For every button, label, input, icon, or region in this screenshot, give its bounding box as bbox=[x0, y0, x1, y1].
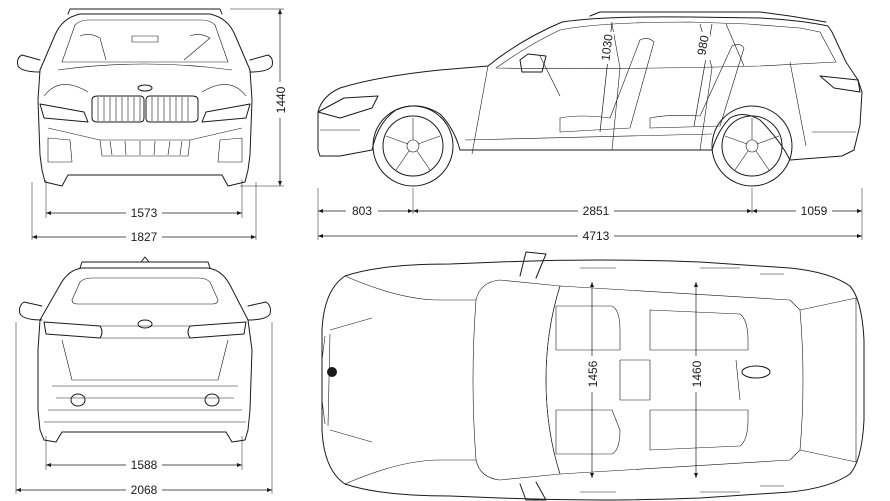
wheelbase-label: 2851 bbox=[583, 204, 610, 218]
front-view bbox=[17, 8, 273, 187]
front-overhang-label: 803 bbox=[352, 204, 372, 218]
front-seat bbox=[559, 38, 655, 133]
side-taillight bbox=[819, 75, 861, 93]
top-roof bbox=[545, 285, 804, 475]
rear-window bbox=[71, 277, 219, 305]
width-with-mirrors-label: 2068 bbox=[131, 483, 158, 497]
rear-overhang-label: 1059 bbox=[801, 204, 828, 218]
side-window-line bbox=[495, 21, 837, 69]
top-windshield bbox=[472, 279, 561, 481]
rear-right-taillight bbox=[187, 321, 247, 339]
front-left-headlight bbox=[39, 103, 89, 123]
left-exhaust bbox=[70, 393, 86, 407]
front-badge bbox=[137, 84, 153, 92]
front-body-outline bbox=[37, 13, 253, 187]
front-right-headlight bbox=[201, 103, 251, 123]
dimension-terminators bbox=[16, 9, 862, 492]
left-mirror bbox=[17, 54, 41, 73]
top-fuel-cap bbox=[741, 365, 771, 379]
rear-right-mirror bbox=[247, 301, 271, 321]
side-rear-wheel bbox=[711, 105, 793, 187]
side-mirror bbox=[519, 53, 547, 73]
right-mirror bbox=[249, 54, 273, 73]
side-roof-rail bbox=[589, 11, 827, 23]
top-badge bbox=[327, 367, 337, 377]
front-track-label: 1573 bbox=[131, 206, 158, 220]
rear-view bbox=[19, 256, 271, 443]
rear-left-taillight bbox=[43, 321, 103, 339]
rear-track-label: 1588 bbox=[131, 458, 158, 472]
rear-left-mirror bbox=[19, 301, 43, 321]
top-rear-seats bbox=[649, 309, 749, 451]
side-body-outline bbox=[317, 16, 863, 161]
side-view: 1030 980 bbox=[317, 11, 863, 187]
body-width-label: 1827 bbox=[131, 230, 158, 244]
height-label: 1440 bbox=[274, 86, 288, 113]
side-headlight bbox=[317, 95, 379, 119]
front-view-dimensions: 1573 1827 1440 bbox=[31, 8, 288, 245]
top-left-mirror bbox=[519, 251, 547, 279]
front-shoulder-width-label: 1456 bbox=[586, 360, 600, 387]
rear-seat bbox=[649, 44, 745, 129]
front-windshield bbox=[61, 19, 229, 63]
rear-headroom-label: 980 bbox=[694, 34, 711, 56]
rear-body-outline bbox=[37, 267, 253, 443]
rear-badge bbox=[137, 319, 153, 329]
top-view: 1456 1460 bbox=[321, 251, 865, 501]
front-kidney-grille bbox=[91, 95, 199, 123]
length-label: 4713 bbox=[583, 229, 610, 243]
right-exhaust bbox=[204, 393, 220, 407]
rear-shoulder-width-label: 1460 bbox=[690, 360, 704, 387]
rear-view-dimensions: 1588 2068 bbox=[15, 322, 273, 498]
side-front-wheel bbox=[372, 105, 454, 187]
side-view-dimensions: 803 2851 1059 4713 bbox=[317, 188, 863, 244]
top-body-outline bbox=[321, 259, 865, 501]
top-front-seats bbox=[555, 305, 621, 455]
top-right-mirror bbox=[519, 481, 547, 501]
front-headroom-label: 1030 bbox=[598, 33, 615, 62]
